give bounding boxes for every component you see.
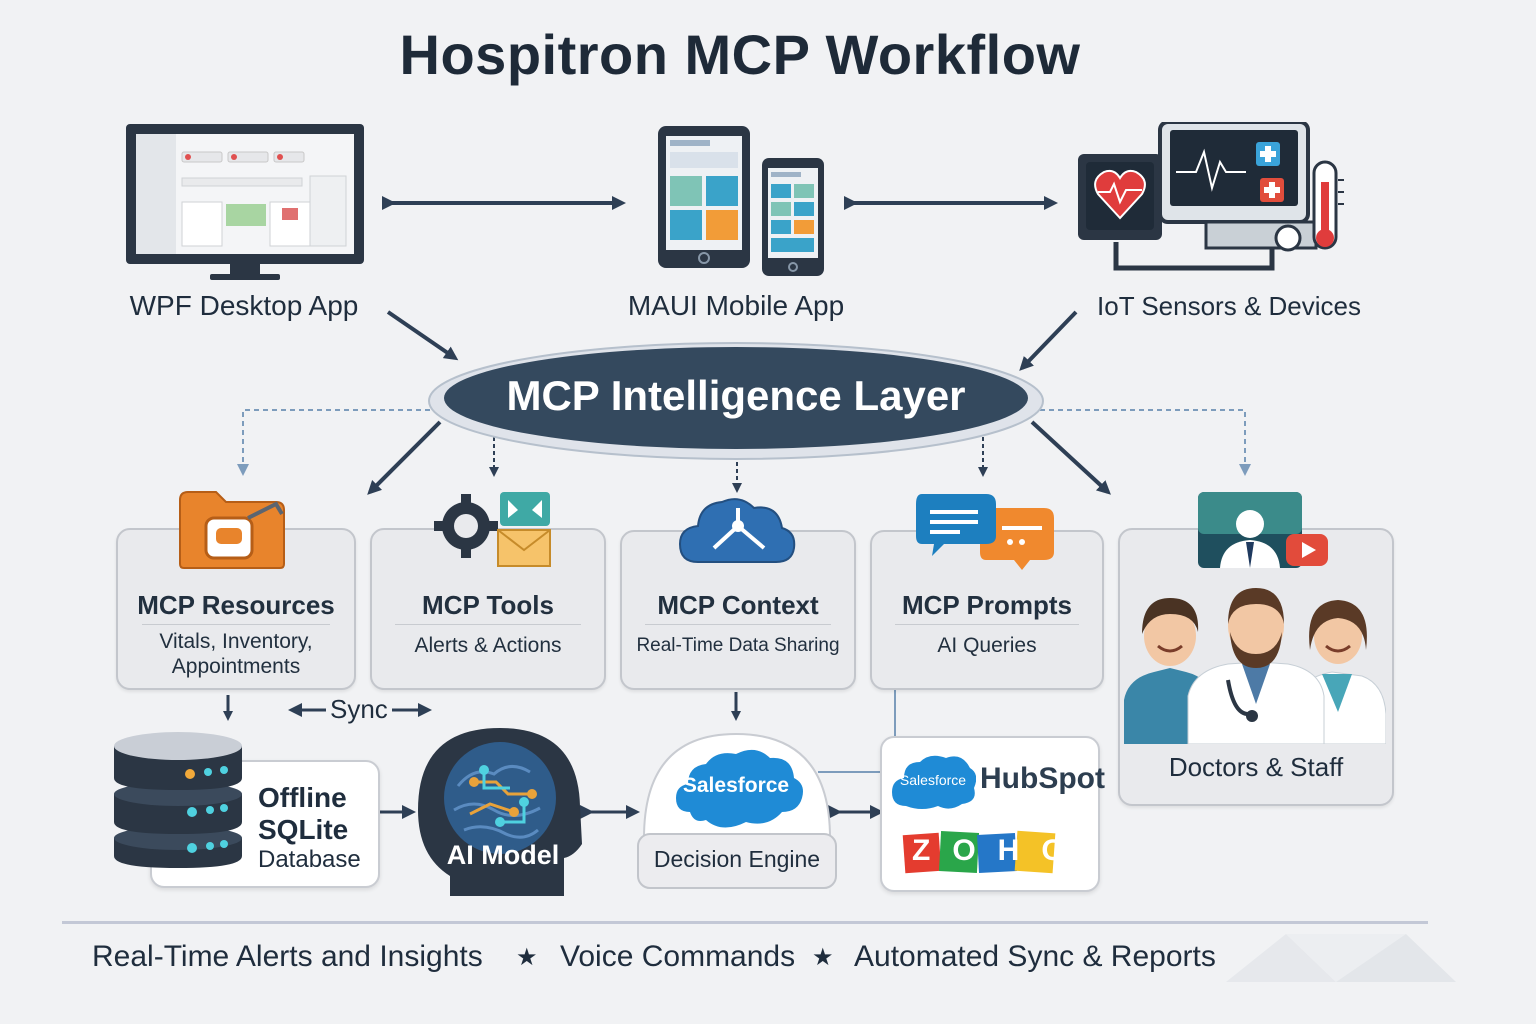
arrow-hub-resources: [367, 420, 442, 495]
db-label-line3: Database: [258, 846, 361, 873]
card-divider: [141, 624, 331, 625]
salesforce-logo-icon: [892, 755, 976, 809]
chat-bubbles-icon: [916, 494, 1054, 570]
footer-star-icon: ★: [516, 944, 538, 971]
card-subtitle: Real-Time Data Sharing: [636, 635, 840, 656]
brain-head-icon[interactable]: [414, 726, 586, 906]
folder-icon: [179, 491, 285, 569]
db-label-line1: Offline: [258, 782, 347, 813]
decision-cloud-label: Salesforce: [682, 774, 790, 797]
card-subtitle: Vitals, Inventory,: [159, 630, 313, 653]
card-subtitle: Appointments: [171, 655, 301, 678]
footer-star-icon: ★: [812, 944, 834, 971]
decision-engine-icon[interactable]: [636, 726, 838, 892]
footer-item-alerts: Real-Time Alerts and Insights: [92, 940, 483, 973]
card-subtitle: Alerts & Actions: [414, 634, 562, 657]
dashed-left: [237, 409, 430, 476]
crm-integrations-box[interactable]: Salesforce HubSpot ZOHO: [880, 736, 1105, 892]
sync-label: Sync: [330, 694, 388, 724]
salesforce-logo-text: Salesforce: [899, 772, 967, 788]
footer-item-voice: Voice Commands: [560, 940, 796, 973]
desktop-monitor-icon: [126, 124, 364, 280]
doctors-icon: [1124, 588, 1386, 744]
hubspot-logo-text: HubSpot: [980, 762, 1105, 795]
video-consult-icon: [1198, 492, 1328, 568]
card-subtitle: AI Queries: [937, 634, 1037, 657]
mobile-app-label: MAUI Mobile App: [627, 290, 845, 321]
mobile-devices-icon: [658, 126, 824, 276]
hub-label: MCP Intelligence Layer: [506, 372, 966, 419]
zoho-logo-icon: [902, 830, 1056, 874]
card-title: MCP Prompts: [902, 590, 1072, 620]
db-label-line2: SQLite: [258, 814, 349, 845]
page-title: Hospitron MCP Workflow: [399, 23, 1081, 86]
database-icon: [114, 732, 242, 868]
cloud-share-icon: [678, 498, 796, 563]
footer-divider: [62, 921, 1428, 924]
card-divider: [645, 624, 831, 625]
ai-model-label: AI Model: [446, 840, 560, 870]
decision-engine-label: Decision Engine: [653, 846, 821, 872]
dashed-right: [1040, 409, 1251, 476]
gear-mail-icon: [434, 492, 551, 567]
iot-devices-icon: [1078, 122, 1344, 271]
arrow-desktop-hub: [386, 310, 459, 361]
card-divider: [395, 624, 581, 625]
desktop-app-label: WPF Desktop App: [129, 290, 359, 321]
iot-devices-label: IoT Sensors & Devices: [1097, 291, 1361, 321]
card-title: MCP Resources: [137, 590, 335, 620]
card-title: MCP Tools: [422, 590, 554, 620]
card-title: MCP Context: [657, 590, 819, 620]
arrow-iot-hub: [1019, 310, 1078, 371]
arrow-hub-staff: [1030, 420, 1111, 495]
footer-item-sync: Automated Sync & Reports: [854, 940, 1216, 973]
card-mcp-tools[interactable]: MCP Tools Alerts & Actions: [370, 528, 606, 690]
doctors-staff-label: Doctors & Staff: [1168, 752, 1344, 782]
hub-ellipse: [428, 342, 1044, 460]
zoho-logo-text: ZOHO: [912, 834, 1087, 867]
card-divider: [895, 624, 1079, 625]
decorative-triangles: [1226, 934, 1456, 982]
